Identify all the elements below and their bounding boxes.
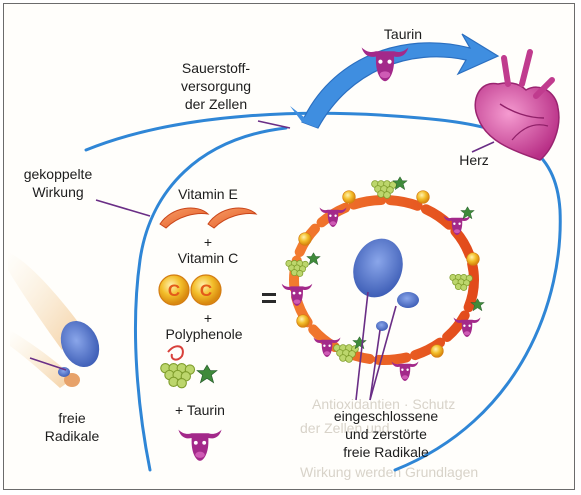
- taurin-bull-icon-bottom: [178, 430, 221, 461]
- ring-vitamin-c-icon: [299, 233, 312, 246]
- polyphenole-label: Polyphenole: [144, 326, 264, 342]
- ring-bull-icon: [282, 284, 313, 306]
- vitamin-c-ball-icon: C: [159, 275, 189, 305]
- eingeschlossene-pointer: [370, 306, 396, 400]
- eingeschlossene-label-line1: eingeschlossene: [316, 408, 456, 424]
- taurin-top-label: Taurin: [375, 26, 431, 42]
- ring-vitamin-c-icon: [297, 315, 310, 328]
- vitamin-e-capsule-icon: [160, 208, 208, 228]
- sauerstoff-label-line2: versorgung: [166, 78, 266, 94]
- eingeschlossene-pointer: [370, 330, 380, 400]
- sauerstoff-label-line3: der Zellen: [166, 96, 266, 112]
- equals-sign: [262, 293, 276, 303]
- vitamin-c-label: Vitamin C: [158, 250, 258, 266]
- svg-text:C: C: [200, 281, 212, 300]
- ring-vitamin-c-icon: [417, 191, 430, 204]
- eingeschlossene-label-line3: freie Radikale: [316, 444, 456, 460]
- trapped-radical-medium-icon: [397, 292, 419, 308]
- heart-icon: [475, 52, 559, 160]
- herz-label: Herz: [452, 152, 496, 168]
- plus-taurin-label: + Taurin: [150, 402, 250, 418]
- gekoppelte-label-line2: Wirkung: [8, 184, 108, 200]
- herz-pointer: [472, 142, 494, 152]
- trapped-radical-large-icon: [345, 232, 411, 305]
- ring-vitamin-c-icon: [431, 345, 444, 358]
- ring-bull-icon: [392, 362, 419, 382]
- freie-radikale-label-line2: Radikale: [42, 428, 102, 444]
- vitamin-e-capsule-icon: [208, 208, 256, 228]
- vitamin-e-label: Vitamin E: [158, 186, 258, 202]
- vitamin-c-ball-icon: C: [191, 275, 221, 305]
- eingeschlossene-label-line2: und zerstörte: [316, 426, 456, 442]
- trapped-radical-small-icon: [376, 321, 388, 331]
- sauerstoff-pointer: [258, 121, 290, 128]
- plus-sign-1: +: [158, 234, 258, 250]
- svg-text:C: C: [168, 281, 180, 300]
- ring-leaf-icon: [461, 207, 475, 219]
- freie-radikale-label-line1: freie: [42, 410, 102, 426]
- plus-sign-2: +: [158, 310, 258, 326]
- polyphenole-grapes-icon: [161, 346, 217, 388]
- ring-vitamin-c-icon: [343, 191, 356, 204]
- gekoppelte-pointer: [96, 200, 150, 216]
- gekoppelte-label-line1: gekoppelte: [8, 166, 108, 182]
- ring-leaf-icon: [307, 253, 321, 265]
- sauerstoff-label-line1: Sauerstoff-: [166, 60, 266, 76]
- ring-vitamin-c-icon: [467, 253, 480, 266]
- ring-grapes-icon: [286, 260, 309, 276]
